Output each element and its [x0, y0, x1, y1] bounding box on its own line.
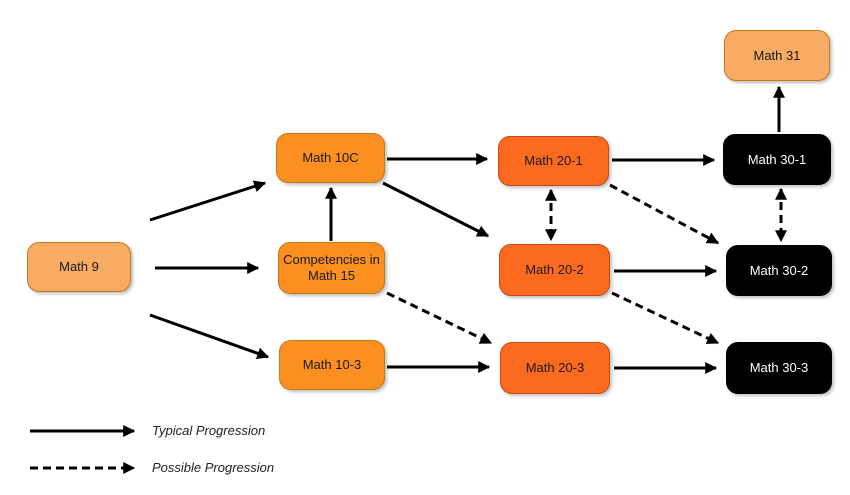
node-competencies-math-15: Competencies in Math 15 — [278, 242, 385, 294]
node-math-20-1: Math 20-1 — [498, 136, 609, 186]
edge-math20-2-math30-3 — [611, 291, 720, 345]
node-math-30-3: Math 30-3 — [726, 342, 832, 394]
edge-math10c-math20-2 — [382, 181, 490, 238]
edge-math20-1-math30-2 — [609, 183, 720, 245]
node-math-20-2: Math 20-2 — [499, 244, 610, 296]
node-math-30-2: Math 30-2 — [726, 245, 832, 296]
node-math-30-1: Math 30-1 — [723, 134, 831, 185]
edge-math9-math10c — [149, 180, 267, 222]
edge-math9-math10-3 — [149, 313, 270, 360]
node-math-10-3: Math 10-3 — [279, 340, 385, 390]
legend-possible-label: Possible Progression — [152, 460, 275, 475]
node-math-10c: Math 10C — [276, 133, 385, 183]
edge-comp15-math20-3 — [386, 291, 493, 345]
node-math-31: Math 31 — [724, 30, 830, 81]
node-math-9: Math 9 — [27, 242, 131, 292]
node-math-20-3: Math 20-3 — [500, 342, 610, 394]
legend-typical-label: Typical Progression — [152, 423, 266, 438]
